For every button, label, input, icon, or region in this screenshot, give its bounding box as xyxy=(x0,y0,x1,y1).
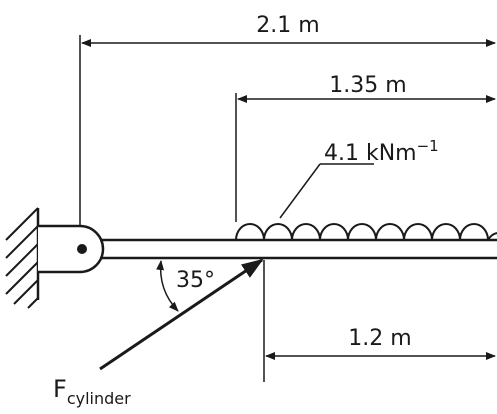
load-magnitude-label: 4.1 kNm−1 xyxy=(324,137,439,166)
extension-lines xyxy=(79,35,265,382)
pin-bracket xyxy=(38,224,105,274)
dimension-overall: 2.1 m xyxy=(81,13,496,47)
load-magnitude-annotation: 4.1 kNm−1 xyxy=(279,137,439,219)
force-label: Fcylinder xyxy=(53,375,131,408)
beam xyxy=(100,238,497,260)
distributed-load xyxy=(235,223,497,241)
dimension-cylinder-offset: 1.2 m xyxy=(265,326,496,360)
angle-indicator: 35° xyxy=(156,260,215,312)
dimension-load-label: 1.35 m xyxy=(329,73,406,98)
cylinder-force-arrow xyxy=(99,258,264,371)
dimension-load-length: 1.35 m xyxy=(237,73,496,103)
dimension-cylinder-label: 1.2 m xyxy=(348,326,411,351)
wall-support xyxy=(5,207,40,309)
pin-icon xyxy=(77,244,87,254)
dimension-overall-label: 2.1 m xyxy=(256,13,319,38)
angle-label: 35° xyxy=(176,268,215,293)
